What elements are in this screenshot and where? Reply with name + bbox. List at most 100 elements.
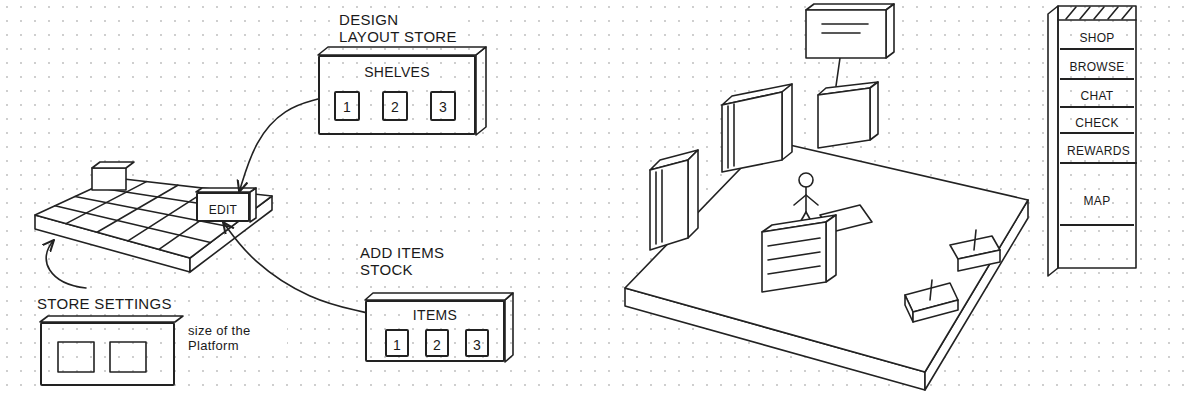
crate-front — [92, 168, 126, 190]
menu-item: SHOP — [1060, 22, 1134, 50]
bubble-depth — [886, 4, 894, 58]
bubble-line — [822, 23, 868, 25]
item-slot: 3 — [465, 329, 489, 357]
platform-model — [35, 178, 272, 272]
text-slot: 1 — [387, 336, 407, 354]
platform-top — [625, 140, 1028, 372]
shelf-hatch — [727, 106, 729, 168]
bubble-depth — [806, 4, 894, 10]
text-slot: BROWSE — [1060, 57, 1134, 75]
block-tab — [974, 230, 976, 250]
settings-arrow — [46, 240, 86, 288]
menu-label: SHOP — [1078, 32, 1115, 46]
counter-side — [826, 215, 836, 282]
panel-heading: ADD ITEMS STOCK — [359, 244, 473, 279]
bubble-line — [822, 32, 860, 34]
text-slot: CHAT — [1060, 86, 1134, 104]
text-slot: DESIGN LAYOUT STORE — [338, 11, 462, 46]
display-blocks — [905, 230, 1000, 322]
sign-side — [250, 188, 256, 222]
edit-sign: EDIT — [196, 192, 250, 222]
shelf-side — [782, 84, 792, 160]
menu-label: CHAT — [1080, 90, 1115, 104]
text-slot: REWARDS — [1060, 141, 1137, 159]
text-slot: 3 — [467, 336, 487, 354]
menu-frame — [1048, 6, 1136, 276]
shelf-front — [818, 88, 870, 148]
shelf-hatch — [661, 170, 663, 242]
menu-hatch — [1108, 7, 1118, 19]
stock-panel: 123ADD ITEMS STOCKITEMS — [365, 300, 505, 362]
shelf-hatch — [655, 172, 657, 244]
figure-head — [799, 173, 813, 187]
counter-front — [762, 222, 826, 292]
text-slot: 1 — [336, 98, 358, 116]
slot-number: 1 — [392, 337, 402, 353]
platform-top — [35, 178, 272, 258]
text-slot: ADD ITEMS STOCK — [359, 244, 473, 279]
menu-label: REWARDS — [1066, 145, 1131, 159]
text-slot: 2 — [384, 98, 406, 116]
menu-label: BROWSE — [1068, 61, 1125, 75]
text-slot: ITEMS — [367, 306, 503, 324]
menu-hatch — [1094, 7, 1104, 19]
panel-depth — [505, 293, 513, 362]
panel-depth — [476, 47, 486, 135]
menu-hatch — [1066, 7, 1076, 19]
slot-number: 2 — [390, 99, 400, 115]
block-tab — [930, 280, 932, 300]
text-slot: MAP — [1060, 191, 1134, 209]
block-side — [905, 295, 913, 322]
layout-panel: 123DESIGN LAYOUT STORESHELVES — [318, 55, 476, 135]
slot-number: 2 — [432, 337, 442, 353]
panel-title: SHELVES — [363, 64, 431, 80]
flow-arrow — [239, 99, 318, 192]
settings-panel: STORE SETTINGSsize of the Platform — [40, 322, 175, 386]
size-square — [58, 342, 94, 372]
panel-note: size of the Platform — [187, 324, 287, 354]
slot-number: 3 — [438, 99, 448, 115]
menu-side — [1048, 6, 1058, 276]
figure-arm — [806, 195, 818, 205]
platform-crate — [92, 162, 134, 190]
text-slot: EDIT — [198, 200, 248, 218]
item-slot: 1 — [385, 329, 409, 357]
platform-grid — [55, 182, 252, 250]
text-slot: STORE SETTINGS — [36, 295, 173, 313]
counter-line — [768, 266, 820, 274]
menu-item: BROWSE — [1060, 50, 1134, 80]
shelf-side — [870, 82, 878, 140]
shelf-slot: 1 — [334, 91, 360, 121]
menu-item: CHAT — [1060, 80, 1134, 108]
shelf-slot: 2 — [382, 91, 408, 121]
menu-outline — [1058, 6, 1136, 268]
menu-hatch — [1122, 7, 1132, 19]
slot-number: 3 — [472, 337, 482, 353]
bubble-pole — [836, 58, 840, 86]
panel-heading: DESIGN LAYOUT STORE — [338, 11, 462, 46]
shelf-front — [650, 160, 688, 250]
shelf-side — [688, 150, 698, 238]
figure-body — [805, 187, 807, 212]
text-slot: size of the Platform — [187, 324, 287, 354]
block-front — [958, 250, 1000, 271]
shelf-front — [722, 92, 782, 172]
menu-hatch — [1080, 7, 1090, 19]
counter — [762, 215, 836, 292]
menu-item: MAP — [1060, 172, 1134, 226]
item-slot: 2 — [425, 329, 449, 357]
store-platform — [625, 140, 1028, 390]
menu-label: CHECK — [1074, 117, 1120, 131]
panel-heading: STORE SETTINGS — [36, 295, 173, 312]
shelf-hatch — [733, 104, 735, 166]
shelf-slot: 3 — [430, 91, 456, 121]
text-slot: SHELVES — [320, 63, 474, 81]
panel-title: ITEMS — [412, 307, 458, 323]
figure-arm — [794, 195, 806, 205]
counter-line — [768, 252, 820, 260]
crate-top — [92, 162, 134, 168]
menu-item: REWARDS — [1060, 134, 1137, 164]
